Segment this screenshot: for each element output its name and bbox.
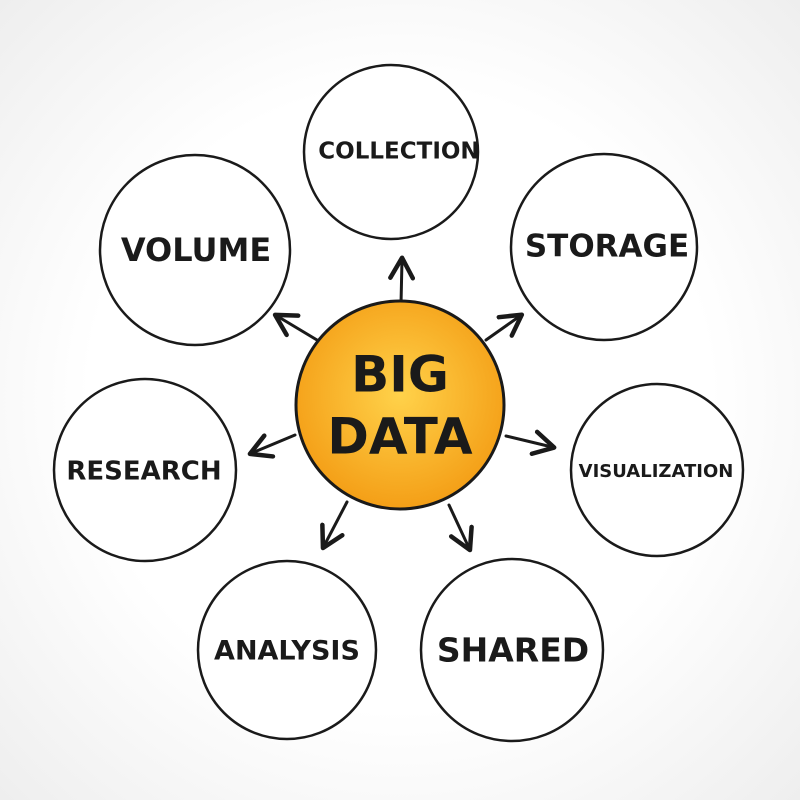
connectors [247,255,557,553]
connector-research [247,433,297,459]
node-label-visualization: VISUALIZATION [579,461,734,482]
center-label-line1: BIG [351,346,449,404]
node-circle [419,557,605,743]
node-circle [196,559,378,741]
connector-storage [484,312,525,342]
connector-volume [272,312,319,342]
connector-shared [447,503,474,553]
node-label-shared: SHARED [437,631,589,670]
node-research: RESEARCH [52,377,238,563]
center-circle [294,299,506,511]
node-volume: VOLUME [98,153,292,347]
node-label-volume: VOLUME [121,231,271,269]
center-node: BIG DATA [294,299,506,511]
node-label-collection: COLLECTION [318,139,479,165]
node-collection: COLLECTION [302,63,480,241]
node-circle [509,152,699,342]
node-shared: SHARED [419,557,605,743]
node-storage: STORAGE [509,152,699,342]
node-circle [52,377,238,563]
node-label-research: RESEARCH [66,457,221,487]
node-visualization: VISUALIZATION [569,382,745,558]
node-circle [98,153,292,347]
connector-visualization [504,429,557,457]
node-label-analysis: ANALYSIS [214,636,360,667]
center-label-line2: DATA [327,408,473,466]
connector-collection [388,255,416,306]
connector-analysis [320,500,349,551]
node-analysis: ANALYSIS [196,559,378,741]
node-circle [302,63,480,241]
node-label-storage: STORAGE [525,229,689,265]
node-circle [569,382,745,558]
